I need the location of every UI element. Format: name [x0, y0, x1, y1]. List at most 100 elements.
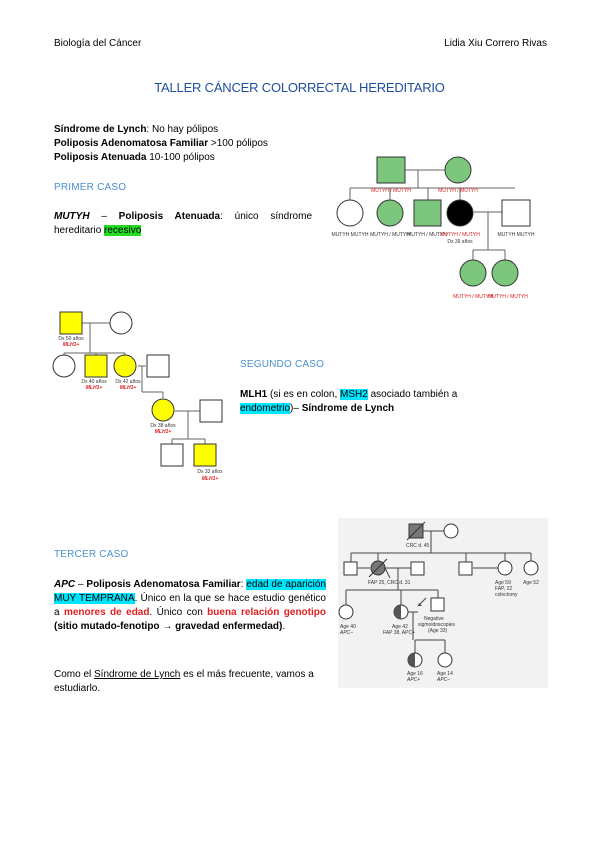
conclusion: Como el Síndrome de Lynch es el más frec…: [54, 668, 326, 696]
pedigree-square: [376, 156, 406, 184]
pedigree-label: APC–: [436, 677, 450, 683]
pedigree-label: MLH1+: [120, 385, 137, 391]
case1-gene: MUTYH: [54, 211, 90, 222]
conclusion-underlined: Síndrome de Lynch: [94, 669, 181, 680]
case1-text: MUTYH – Poliposis Atenuada: único síndro…: [54, 210, 312, 238]
case2-highlight: MSH2: [340, 389, 368, 400]
case1-body: : único síndrome hereditario: [54, 211, 313, 236]
pedigree-label: sigmoidoscopies: [418, 622, 455, 628]
pedigree-circle: [338, 604, 354, 620]
definition-term: Poliposis Adenomatosa Familiar: [54, 138, 209, 149]
pedigree-circle: [444, 156, 472, 184]
pedigree-label: MLH1+: [86, 385, 103, 391]
pedigree-label: Age 16: [407, 671, 423, 677]
pedigree-circle: [443, 523, 459, 539]
case2-line2: endometrio)– Síndrome de Lynch: [240, 402, 530, 416]
pedigree-label: Dx 42 años: [115, 379, 141, 385]
case2-text-part: asociado también a: [367, 389, 458, 400]
pedigree-label: Dx 33 años: [197, 469, 223, 475]
pedigree-label: MUTYH / MUTYH: [488, 294, 528, 300]
pedigree-square: [410, 561, 425, 576]
case3-red-text: menores de edad: [63, 607, 150, 618]
pedigree-circle: [376, 199, 404, 227]
case1-heading: PRIMER CASO: [54, 182, 127, 193]
case3-red-text: buena relación genotipo: [207, 607, 326, 618]
pedigree-label: MLH1+: [63, 342, 80, 348]
case1-name: Poliposis Atenuada: [118, 211, 221, 222]
pedigree-label: Dx 50 años: [58, 336, 84, 342]
pedigree-square: [458, 561, 473, 576]
pedigree-square: [430, 597, 445, 612]
case3-text: APC – Poliposis Adenomatosa Familiar: ed…: [54, 578, 326, 634]
definition-fap: Poliposis Adenomatosa Familiar >100 póli…: [54, 137, 334, 151]
case2-syndrome: Síndrome de Lynch: [301, 403, 395, 414]
pedigree-label: APC–: [339, 630, 353, 636]
pedigree-label: MLH1+: [155, 429, 172, 435]
header-right: Lidia Xiu Correro Rivas: [444, 38, 547, 49]
pedigree-square: [146, 354, 170, 378]
pedigree-circle: [437, 652, 453, 668]
definition-lynch: Síndrome de Lynch: No hay pólipos: [54, 123, 334, 137]
pedigree-circle-affected: [151, 398, 175, 422]
pedigree-label: colectomy: [495, 592, 518, 598]
case3-name: Poliposis Adenomatosa Familiar: [86, 579, 241, 590]
pedigree-circle: [52, 354, 76, 378]
definition-desc: 10-100 pólipos: [146, 152, 215, 163]
conclusion-text: es el más frecuente, vamos a estudiarlo.: [54, 669, 314, 694]
pedigree-square: [501, 199, 531, 227]
pedigree-label: APC+: [406, 677, 420, 683]
pedigree-square: [413, 199, 442, 227]
pedigree-label: Dx 40 años: [81, 379, 107, 385]
pedigree-label: Dx 39 años: [447, 239, 473, 245]
case3-text-part: .: [282, 621, 286, 632]
pedigree-label: FAP, 22: [495, 586, 512, 592]
pedigree-square-affected: [193, 443, 217, 467]
pedigree-label: Age 42: [392, 624, 408, 630]
pedigree-circle-affected: [446, 199, 474, 227]
case2-text-part: (si es en colon,: [267, 389, 341, 400]
pedigree-label: MUTYH / MUTYH: [370, 232, 410, 238]
definition-attenuated: Poliposis Atenuada 10-100 pólipos: [54, 151, 334, 165]
pedigree-label: (Age 33): [428, 628, 448, 634]
pedigree-square-affected: [84, 354, 108, 378]
pedigree-label: MUTYH MUTYH: [332, 232, 369, 238]
pedigree-case1: MUTYH / MUTYH MUTYH / MUTYH MUTYH MUTYH …: [332, 156, 535, 300]
pedigree-label: MUTYH / MUTYH: [407, 232, 447, 238]
pedigree-circle: [336, 199, 364, 227]
case2-line1: MLH1 (si es en colon, MSH2 asociado tamb…: [240, 388, 530, 402]
case2-heading: SEGUNDO CASO: [240, 359, 325, 370]
pedigree-label: MUTYH MUTYH: [498, 232, 535, 238]
pedigree-circle: [497, 560, 513, 576]
pedigree-label: MLH1+: [202, 476, 219, 482]
header-left: Biología del Cáncer: [54, 38, 142, 49]
pedigree-case3: CRC d. 45 FAP 25, CRC d. 31 Age 59 FAP, …: [338, 518, 548, 688]
pedigree-label: Dx 38 años: [150, 423, 176, 429]
pedigree-circle: [459, 259, 487, 287]
case2-text-part: )–: [290, 403, 302, 414]
case2-highlight: endometrio: [240, 403, 291, 414]
pedigree-circle-affected: [113, 354, 137, 378]
pedigree-circle: [491, 259, 519, 287]
case3-gene: APC: [54, 579, 76, 590]
conclusion-text: Como el: [54, 669, 95, 680]
case2-gene: MLH1: [240, 389, 268, 400]
case3-text-part: . Único en la que se hace estudio genéti…: [54, 593, 326, 618]
pedigree-circle: [109, 311, 133, 335]
case2-text: MLH1 (si es en colon, MSH2 asociado tamb…: [240, 388, 530, 416]
pedigree-label: MUTYH / MUTYH: [371, 188, 411, 194]
pedigree-label: Negative: [424, 616, 444, 622]
pedigree-case2: Dx 50 años MLH1+ Dx 40 años MLH1+ Dx 42 …: [52, 311, 223, 482]
case3-text-part: . Único con: [149, 607, 208, 618]
case1-dash: –: [89, 211, 119, 222]
case3-dash: –: [75, 579, 87, 590]
pedigree-label: Age 14: [437, 671, 453, 677]
definition-desc: : No hay pólipos: [146, 124, 219, 135]
definition-term: Poliposis Atenuada: [54, 152, 147, 163]
case3-heading: TERCER CASO: [54, 549, 129, 560]
definition-term: Síndrome de Lynch: [54, 124, 147, 135]
pedigree-label: MUTYH / MUTYH: [440, 232, 480, 238]
pedigree-square: [199, 399, 223, 423]
pedigree-label: MUTYH / MUTYH: [438, 188, 478, 194]
pedigree-label: FAP 38, APC+: [383, 630, 415, 636]
case3-bold-text: (sitio mutado-fenotipo → gravedad enferm…: [54, 621, 283, 632]
